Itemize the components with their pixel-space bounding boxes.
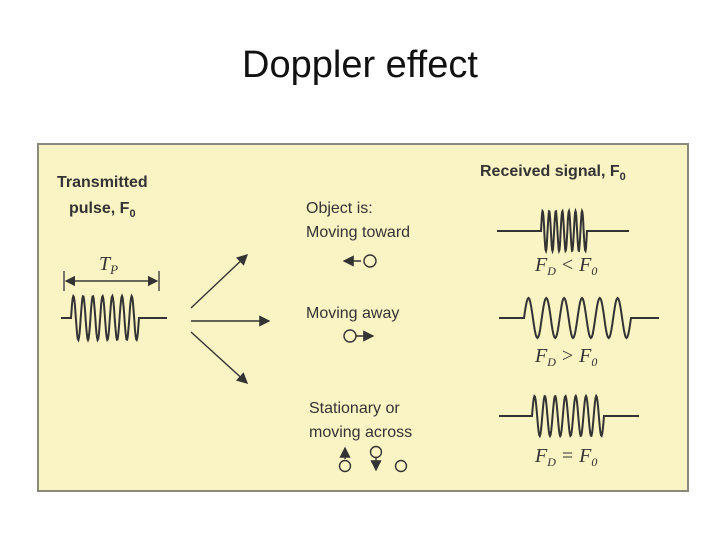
received-label: Received signal, F0	[480, 163, 626, 183]
slide-title: Doppler effect	[242, 44, 478, 86]
doppler-diagram: Transmitted pulse, F0 TP Object is: Movi…	[37, 143, 689, 492]
transmitted-label-line2: pulse, F0	[69, 200, 136, 220]
object-moving-toward-icon	[342, 254, 377, 268]
case-toward-label-line2: Moving toward	[306, 224, 410, 241]
case-stationary-label-line1: Stationary or	[309, 400, 400, 417]
case-stationary-label-line2: moving across	[309, 424, 412, 441]
relation-toward: FD<F0	[534, 254, 597, 278]
object-moving-away-icon	[343, 329, 375, 343]
received-waveform-away	[499, 296, 659, 340]
pulse-width-label: TP	[99, 253, 118, 277]
case-toward-label-line1: Object is:	[306, 200, 373, 217]
case-away-label: Moving away	[306, 305, 399, 322]
branch-arrows	[190, 254, 271, 384]
pulse-width-arrow	[63, 271, 160, 291]
relation-away: FD>F0	[534, 345, 597, 369]
transmitted-pulse-waveform	[61, 293, 167, 343]
relation-stationary: FD=F0	[534, 445, 597, 469]
doppler-diagram-svg: Transmitted pulse, F0 TP Object is: Movi…	[57, 163, 659, 473]
transmitted-label-line1: Transmitted	[57, 174, 148, 191]
object-stationary-icons	[338, 445, 408, 473]
received-waveform-toward	[497, 207, 629, 255]
received-waveform-stationary	[499, 393, 639, 439]
